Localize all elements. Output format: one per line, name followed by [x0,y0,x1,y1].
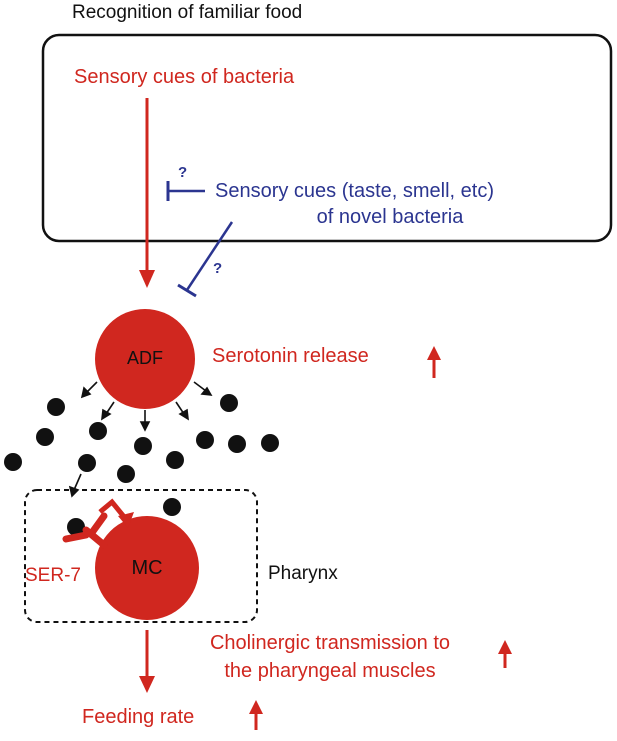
question-mark-1: ? [178,164,188,181]
ser7-signal-arrow [98,498,127,520]
release-arrows [68,381,213,498]
pharynx-label: Pharynx [268,563,338,584]
cholinergic-up-arrowhead [498,640,512,654]
familiar-cue-label: Sensory cues of bacteria [74,66,295,88]
inhibit-bar-2 [177,283,197,298]
cholinergic-line2: the pharyngeal muscles [224,660,436,682]
novel-cue-line1: Sensory cues (taste, smell, etc) [215,180,494,202]
adf-neuron [95,309,195,409]
serotonin-dots [4,394,279,536]
adf-label: ADF [127,348,163,368]
ser7-signal-arrowhead [118,512,134,528]
mc-label: MC [131,557,163,579]
cholinergic-line1: Cholinergic transmission to [209,632,451,654]
ser7-label: SER-7 [25,565,81,586]
pharynx-box [24,489,258,623]
serotonin-up-arrowhead [427,346,441,360]
mc-to-feeding-arrowhead [139,676,155,693]
diagram-title: Recognition of familiar food [72,2,303,23]
sensory-to-adf-arrowhead [139,270,155,288]
feeding-up-arrowhead [249,700,263,714]
serotonin-release-label: Serotonin release [212,345,369,367]
inhibit-line-2 [185,221,234,291]
familiar-food-box [41,33,613,243]
mc-neuron [95,516,199,620]
ser7-receptor [62,512,108,549]
novel-cue-line2: of novel bacteria [316,206,464,228]
feeding-rate-label: Feeding rate [82,706,195,728]
question-mark-2: ? [213,260,223,277]
